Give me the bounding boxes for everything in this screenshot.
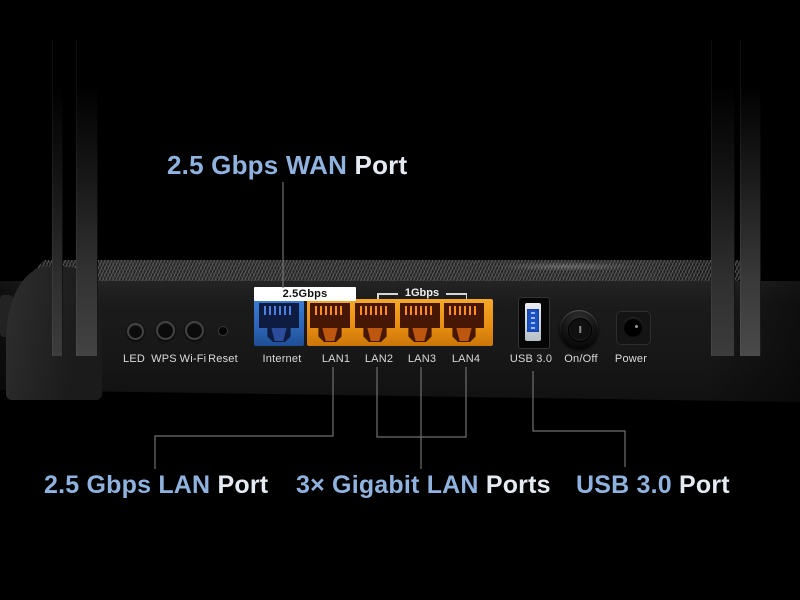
rj45-latch-tab: [412, 327, 428, 342]
annotation-usb-rest: Port: [671, 471, 730, 499]
annotation-lan-highlight: 2.5 Gbps LAN: [44, 471, 211, 499]
antenna-right-1: [711, 40, 735, 356]
port-label-lan1: LAN1: [321, 353, 351, 365]
lan-speed-bracket-line-right: [446, 293, 467, 295]
lan-speed-bracket-tick-right: [465, 293, 467, 299]
port-label-wifi: Wi-Fi: [179, 353, 207, 365]
wps-button: [156, 321, 175, 340]
power-button-cap: [568, 318, 592, 342]
rj45-pins: [404, 306, 436, 316]
rj45-pins: [359, 306, 391, 316]
port-label-lan3: LAN3: [407, 353, 437, 365]
rj45-pins: [448, 306, 480, 316]
lan1-leader-line: [154, 367, 334, 469]
rj45-pins: [314, 306, 346, 316]
port-label-onoff: On/Off: [564, 353, 598, 365]
annotation-wan-highlight: 2.5 Gbps WAN: [167, 150, 348, 180]
usb-leader-line: [532, 371, 626, 467]
rj45-latch-tab: [322, 327, 338, 342]
rj45-pins: [263, 306, 295, 316]
top-vent-grille: [22, 260, 758, 283]
annotation-lan-rest: Port: [210, 471, 269, 499]
wan-speed-text: 2.5Gbps: [282, 288, 328, 300]
port-label-reset: Reset: [208, 353, 238, 365]
wifi-button: [185, 321, 204, 340]
port-label-usb: USB 3.0: [509, 353, 553, 365]
port-label-lan2: LAN2: [364, 353, 394, 365]
annotation-lan-port: 2.5 Gbps LAN Port: [44, 471, 268, 500]
power-button: [560, 310, 598, 348]
port-label-led: LED: [123, 353, 145, 365]
usb-insert-tab: [527, 309, 539, 332]
lan-speed-label: 1Gbps: [404, 287, 440, 299]
port-label-lan4: LAN4: [451, 353, 481, 365]
port-label-wps: WPS: [151, 353, 177, 365]
rj45-latch-tab: [271, 327, 287, 342]
vent-logo-glare: [492, 262, 642, 271]
power-jack-pin-glint: [635, 325, 638, 328]
rj45-latch-tab: [456, 327, 472, 342]
led-button: [127, 323, 144, 340]
annotation-wan-rest: Port: [347, 150, 408, 180]
lan1-port-socket: [310, 303, 350, 342]
antenna-left-2: [76, 40, 98, 356]
annotation-gigabit-ports: 3× Gigabit LAN Ports: [296, 471, 551, 500]
port-label-internet: Internet: [262, 353, 302, 365]
usb-pins: [531, 312, 535, 329]
power-jack: [616, 311, 651, 345]
annotation-gigabit-highlight: 3× Gigabit LAN: [296, 471, 479, 499]
lan4-port-socket: [444, 303, 484, 342]
antenna-right-2: [740, 40, 761, 356]
lan3-port-socket: [400, 303, 440, 342]
usb-port: [518, 297, 550, 349]
lan-speed-bracket-tick-left: [377, 293, 379, 299]
wan-speed-label: 2.5Gbps: [254, 287, 356, 301]
annotation-usb-highlight: USB 3.0: [576, 471, 672, 499]
power-jack-hole: [623, 317, 643, 337]
rj45-latch-tab: [367, 327, 383, 342]
power-button-mark: [579, 326, 581, 333]
lan-speed-bracket-line-left: [377, 293, 398, 295]
wan-port-socket: [259, 303, 299, 342]
port-label-power: Power: [614, 353, 648, 365]
usb-slot: [525, 303, 541, 341]
annotation-gigabit-rest: Ports: [478, 471, 551, 499]
lan2-port-socket: [355, 303, 395, 342]
annotation-wan-port: 2.5 Gbps WAN Port: [167, 150, 407, 181]
annotation-usb-port: USB 3.0 Port: [576, 471, 730, 500]
antenna-left-1: [52, 40, 63, 356]
reset-pinhole: [218, 326, 228, 336]
